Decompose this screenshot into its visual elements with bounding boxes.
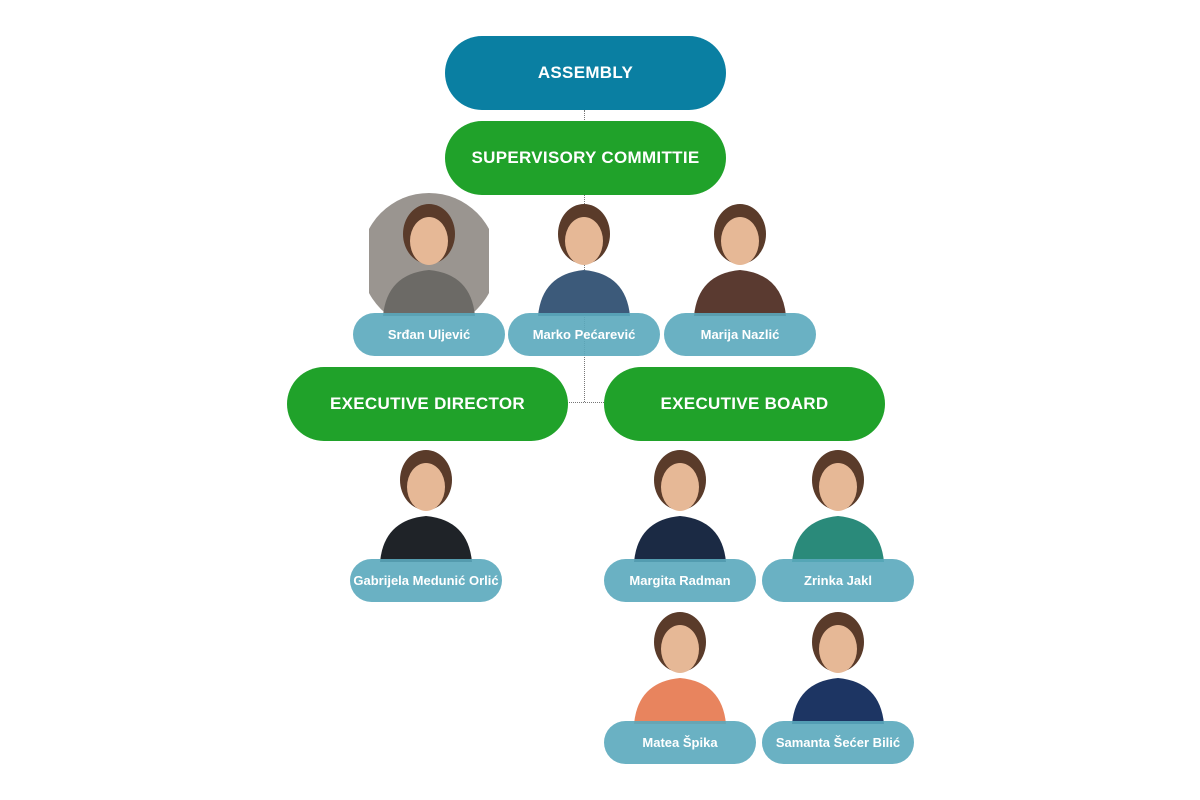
person-name-label: Matea Špika: [604, 721, 756, 764]
person-name-label: Samanta Šećer Bilić: [762, 721, 914, 764]
person-photo: [694, 204, 786, 316]
connector-line: [566, 402, 606, 403]
person-photo: [380, 450, 472, 562]
person-card: Matea Špika: [604, 594, 756, 764]
person-card: Gabrijela Medunić Orlić: [350, 432, 502, 602]
person-photo: [369, 193, 489, 316]
person-name-label: Margita Radman: [604, 559, 756, 602]
person-card: Zrinka Jakl: [762, 432, 914, 602]
person-name-label: Marija Nazlić: [664, 313, 816, 356]
person-name-label: Zrinka Jakl: [762, 559, 914, 602]
person-photo: [634, 450, 726, 562]
person-photo: [538, 204, 630, 316]
assembly-box: ASSEMBLY: [445, 36, 726, 110]
person-card: Marko Pećarević: [508, 186, 660, 356]
person-photo: [634, 612, 726, 724]
executive-director-box: EXECUTIVE DIRECTOR: [287, 367, 568, 441]
person-photo: [792, 612, 884, 724]
person-name-label: Srđan Uljević: [353, 313, 505, 356]
person-card: Samanta Šećer Bilić: [762, 594, 914, 764]
person-name-label: Marko Pećarević: [508, 313, 660, 356]
person-card: Srđan Uljević: [353, 186, 505, 356]
person-card: Margita Radman: [604, 432, 756, 602]
person-photo: [792, 450, 884, 562]
person-card: Marija Nazlić: [664, 186, 816, 356]
executive-board-box: EXECUTIVE BOARD: [604, 367, 885, 441]
person-name-label: Gabrijela Medunić Orlić: [350, 559, 502, 602]
supervisory-committee-box: SUPERVISORY COMMITTIE: [445, 121, 726, 195]
